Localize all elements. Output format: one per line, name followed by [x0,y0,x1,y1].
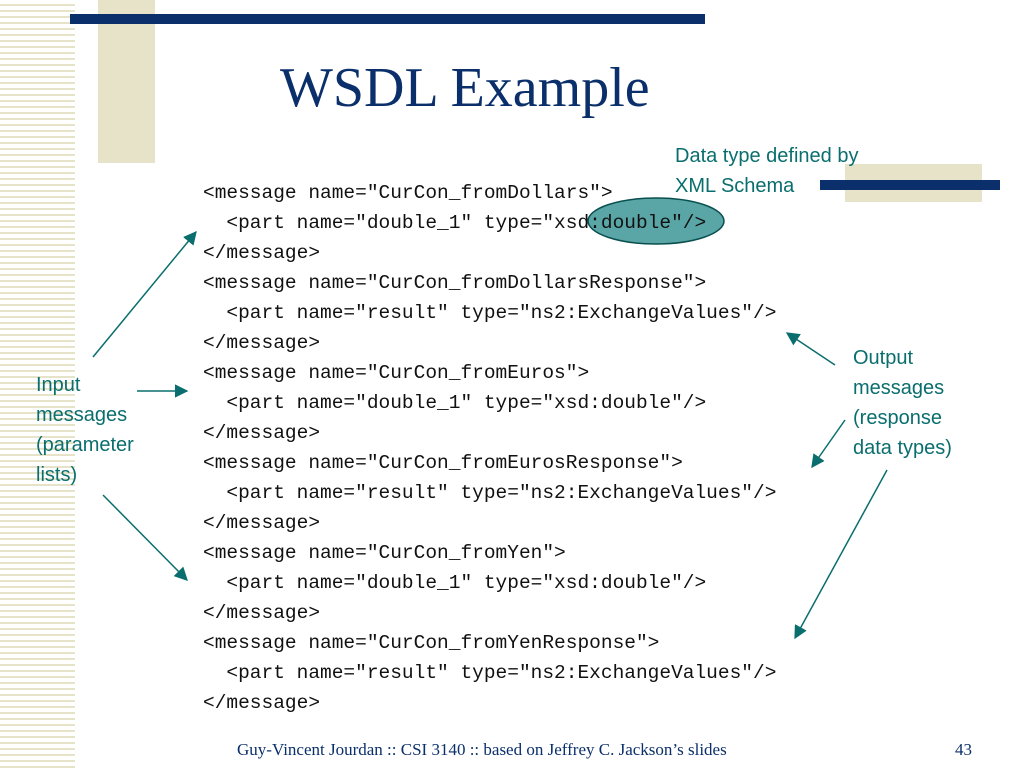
code-line: <part name="double_1" type="xsd:double"/… [203,212,707,234]
input-annotation-line: lists) [36,464,78,486]
decorative-bar-top [70,14,705,24]
decorative-square-top [98,0,155,163]
wsdl-code-block: <message name="CurCon_fromDollars"> <par… [203,178,776,718]
output-annotation-line: messages [853,377,945,399]
input-annotation-line: Input [36,374,81,396]
highlight-ellipse [587,197,725,245]
code-line: </message> [203,692,321,714]
input-arrow-1 [92,230,197,358]
output-annotation-line: data types) [853,437,952,459]
code-line: </message> [203,242,321,264]
decorative-bar-right [820,180,1000,190]
output-annotation-line: Output [853,347,914,369]
schema-annotation: Data type defined by XML Schema [675,141,858,201]
code-line: <message name="CurCon_fromEurosResponse"… [203,452,683,474]
code-line: </message> [203,602,321,624]
schema-annotation-line: Data type defined by [675,145,859,167]
input-annotation-line: messages [36,404,128,426]
code-line: </message> [203,512,321,534]
code-line: <message name="CurCon_fromDollars"> [203,182,613,204]
code-line: <message name="CurCon_fromYen"> [203,542,566,564]
code-line: <part name="result" type="ns2:ExchangeVa… [203,302,777,324]
decorative-stripes [0,0,75,768]
output-arrow-1 [785,332,836,366]
slide-title: WSDL Example [280,57,650,119]
code-line: </message> [203,332,321,354]
input-annotation: Input messages (parameter lists) [36,370,134,490]
output-annotation-line: (response [853,407,942,429]
page-number: 43 [955,740,972,759]
input-arrow-3 [102,494,188,581]
input-annotation-line: (parameter [36,434,134,456]
code-line: <part name="double_1" type="xsd:double"/… [203,572,707,594]
output-annotation: Output messages (response data types) [853,343,952,463]
code-line: <part name="result" type="ns2:ExchangeVa… [203,662,777,684]
code-line: <part name="result" type="ns2:ExchangeVa… [203,482,777,504]
output-arrow-2 [811,419,846,469]
output-arrow-3 [794,469,888,640]
code-line: <message name="CurCon_fromYenResponse"> [203,632,660,654]
code-line: <message name="CurCon_fromDollarsRespons… [203,272,707,294]
code-line: <message name="CurCon_fromEuros"> [203,362,590,384]
slide-footer: Guy-Vincent Jourdan :: CSI 3140 :: based… [237,740,727,759]
schema-annotation-line: XML Schema [675,175,795,197]
code-line: <part name="double_1" type="xsd:double"/… [203,392,707,414]
code-line: </message> [203,422,321,444]
